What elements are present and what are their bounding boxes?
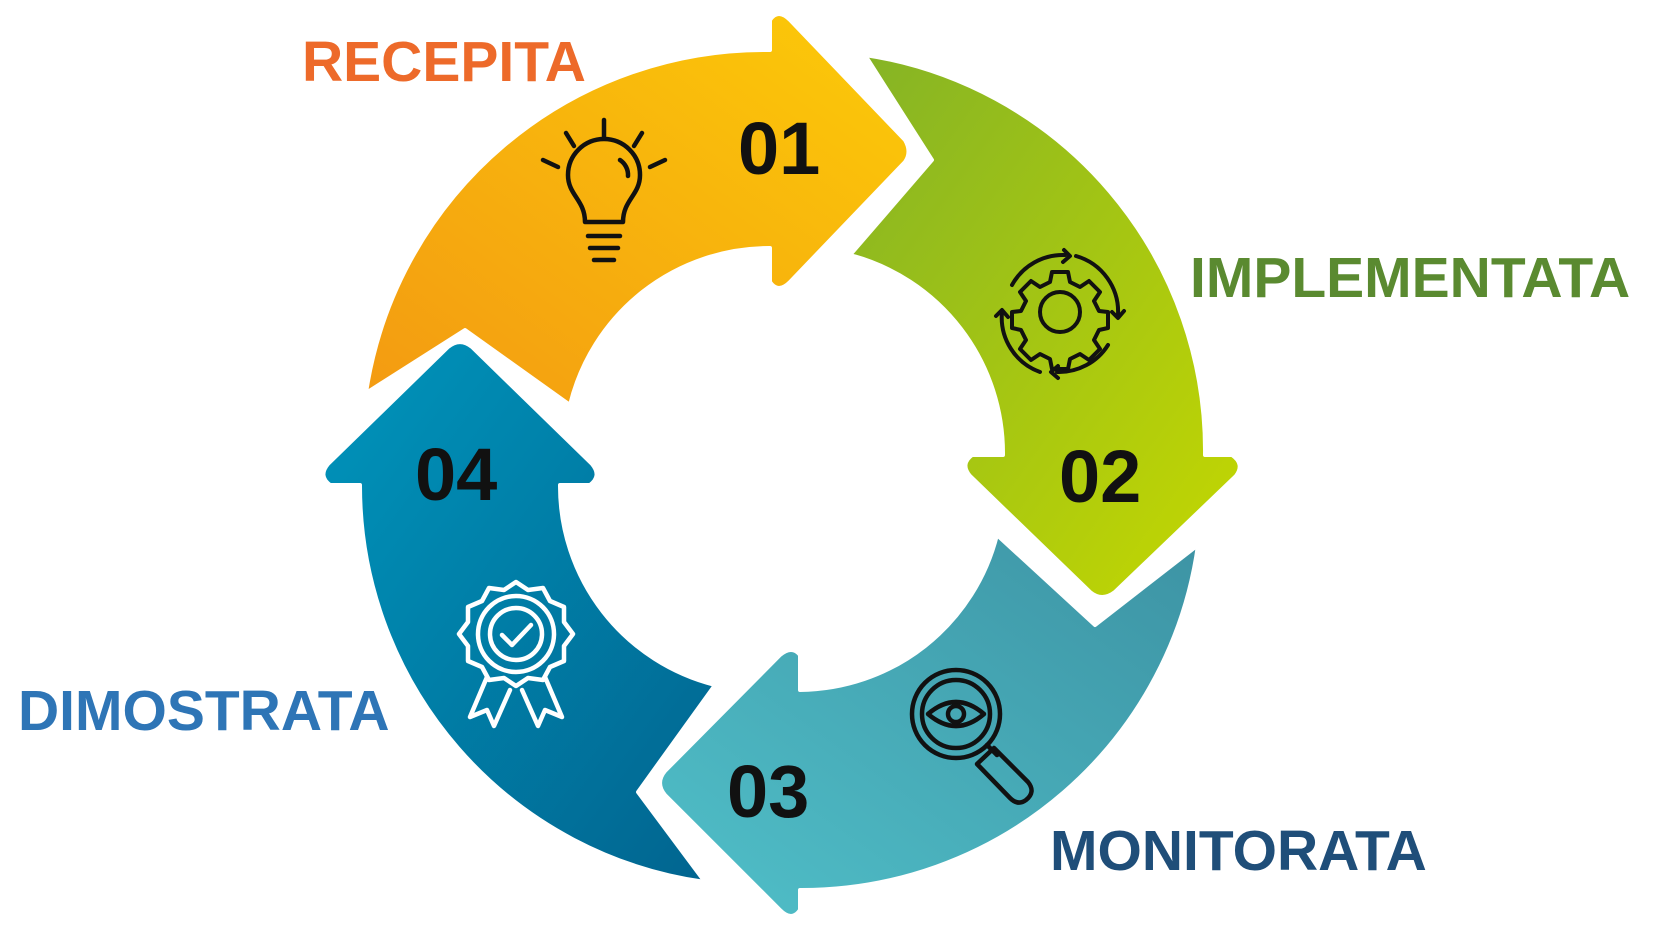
magnifier-eye-icon bbox=[909, 667, 1034, 805]
stage-number-04: 04 bbox=[415, 433, 498, 516]
stage-label-03: MONITORATA bbox=[1050, 819, 1427, 883]
arrow-segment-03 bbox=[658, 533, 1200, 918]
stage-number-01: 01 bbox=[738, 107, 821, 190]
stage-number-03: 03 bbox=[727, 750, 810, 833]
stage-label-02: IMPLEMENTATA bbox=[1190, 246, 1631, 310]
lightbulb-icon bbox=[540, 117, 668, 263]
gear-cycle-icon bbox=[994, 248, 1126, 380]
arrow-segment-01 bbox=[364, 12, 911, 407]
arrow-segment-04 bbox=[321, 340, 717, 884]
stage-label-01: RECEPITA bbox=[302, 30, 586, 94]
stage-label-04: DIMOSTRATA bbox=[18, 679, 390, 743]
badge-check-icon bbox=[456, 579, 576, 729]
stage-number-02: 02 bbox=[1059, 435, 1142, 518]
